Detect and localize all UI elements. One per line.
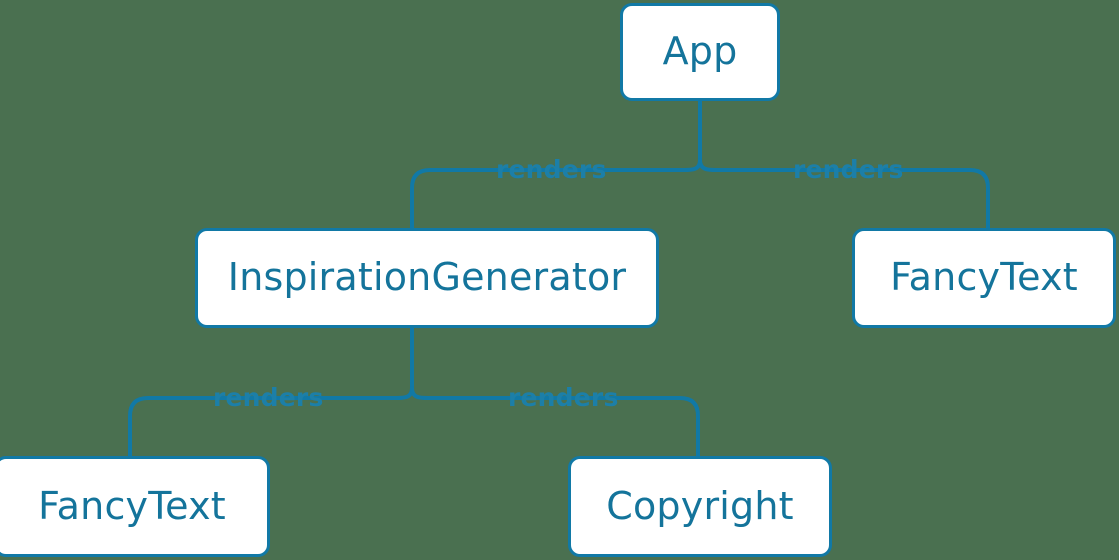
- node-fancytext-bottom-label: FancyText: [38, 483, 226, 528]
- edge-label-app-to-fancytext-right: renders: [793, 155, 904, 184]
- edge-app-to-fancytext-right: [698, 158, 990, 230]
- edge-label-app-to-inspirationgenerator: renders: [496, 155, 607, 184]
- node-fancytext-right-label: FancyText: [890, 255, 1078, 299]
- edge-app-to-inspirationgenerator: [410, 158, 702, 230]
- node-fancytext-right[interactable]: FancyText: [852, 228, 1116, 328]
- edge-inspirationgenerator-to-copyright: [410, 386, 700, 458]
- node-copyright-label: Copyright: [606, 483, 794, 528]
- node-inspiration-generator-label: InspirationGenerator: [227, 255, 627, 299]
- node-copyright[interactable]: Copyright: [568, 456, 832, 557]
- edge-inspirationgenerator-to-fancytext-bottom: [128, 386, 414, 458]
- node-app[interactable]: App: [620, 3, 780, 101]
- edge-label-inspirationgenerator-to-fancytext-bottom: renders: [213, 383, 324, 412]
- node-fancytext-bottom[interactable]: FancyText: [0, 456, 270, 557]
- node-app-label: App: [662, 29, 738, 73]
- edge-label-inspirationgenerator-to-copyright: renders: [508, 383, 619, 412]
- node-inspiration-generator[interactable]: InspirationGenerator: [195, 228, 659, 328]
